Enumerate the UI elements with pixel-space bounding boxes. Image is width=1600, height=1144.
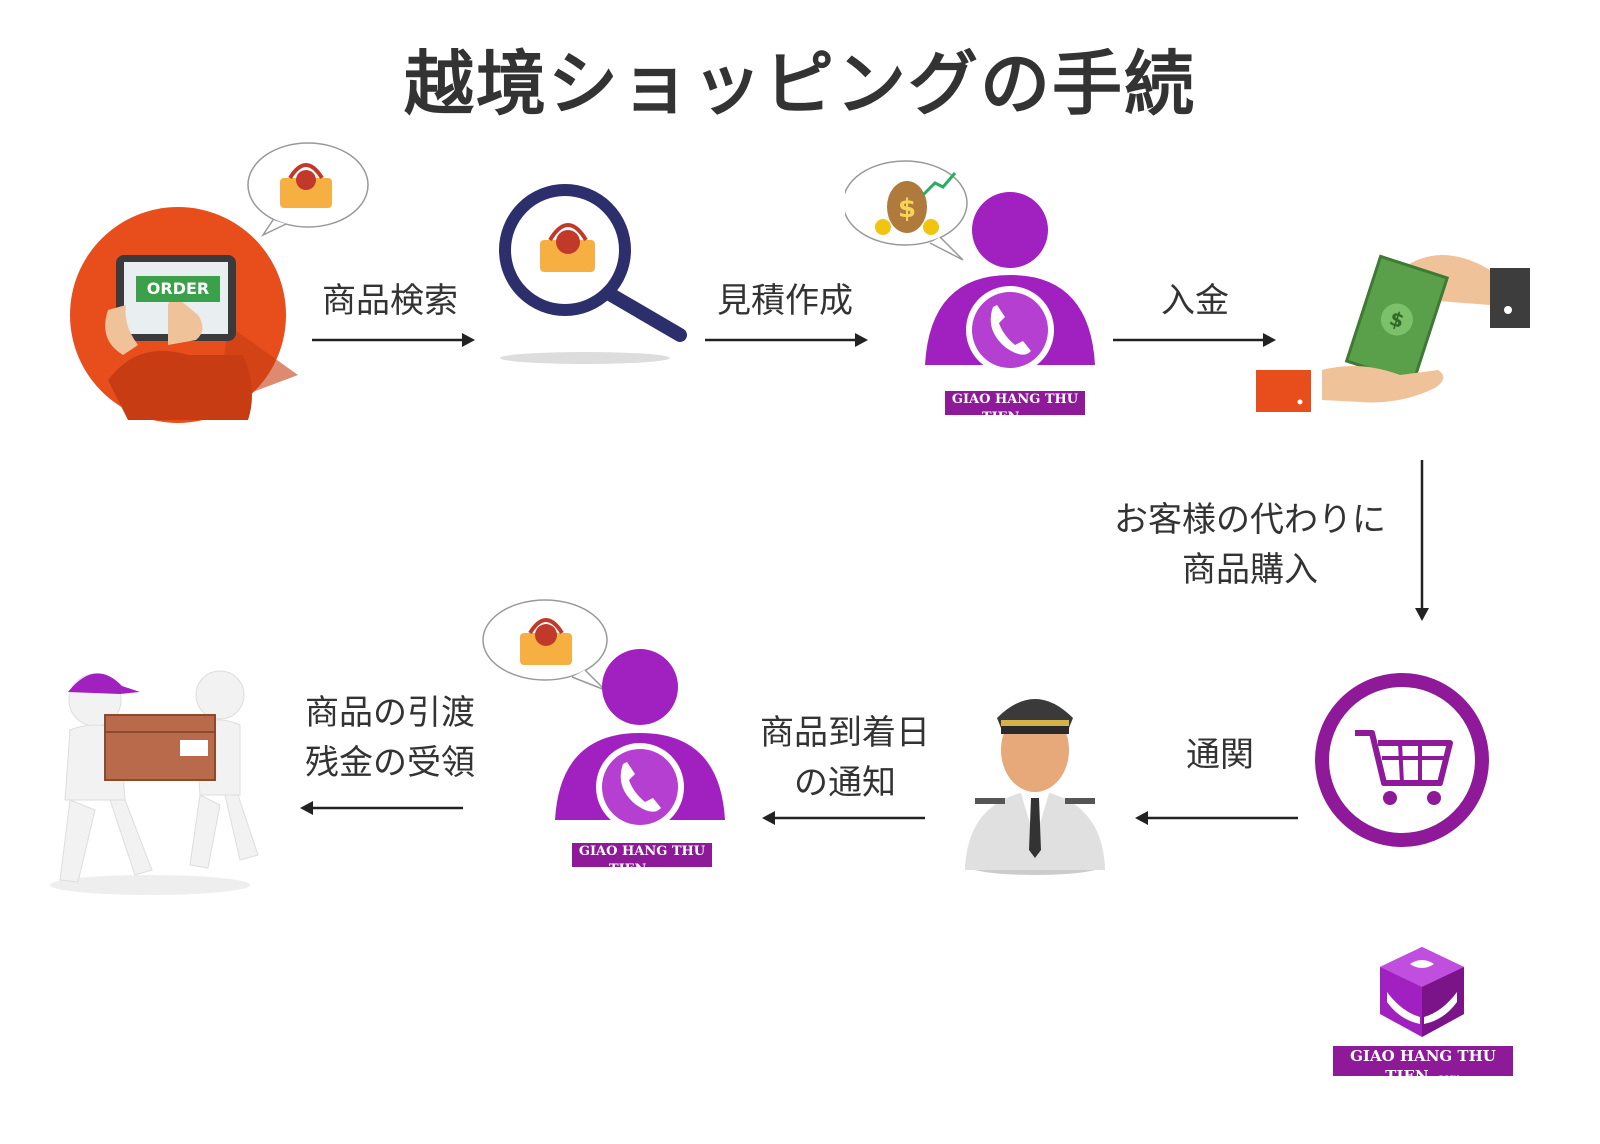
brand-badge-top: GIAO HANG THU TIEN .com Chuyển Phát An T…: [945, 391, 1085, 438]
consultant-illustration-bottom: [480, 595, 730, 865]
brand-tagline: Chuyển Phát An Toàn: [963, 428, 1067, 438]
arrow-right-2: [705, 333, 868, 347]
step-handover-label-2: 残金の受領: [305, 743, 475, 783]
order-button: ORDER: [136, 276, 220, 302]
step-quote-label: 見積作成: [717, 281, 853, 321]
officer-illustration: [955, 680, 1115, 880]
step-handover-label-1: 商品の引渡: [305, 693, 475, 733]
brand-name: GIAO HANG THU TIEN: [1350, 1047, 1496, 1085]
brand-suffix: .com: [650, 866, 676, 876]
step-purchase-label-1: お客様の代わりに: [1114, 500, 1386, 540]
arrow-left-1: [1135, 811, 1298, 825]
step-purchase-label-2: 商品購入: [1182, 550, 1318, 590]
magnifier-illustration: [480, 170, 700, 370]
brand-logo-cube: [1372, 942, 1472, 1042]
brand-name: GIAO HANG THU TIEN: [578, 844, 706, 877]
arrow-right-1: [312, 333, 475, 347]
brand-tagline: Chuyển Phát An Toàn: [590, 880, 694, 890]
brand-name: GIAO HANG THU TIEN: [951, 392, 1079, 425]
step-deposit-label: 入金: [1161, 281, 1229, 321]
arrow-down: [1415, 460, 1429, 621]
arrow-left-2: [762, 811, 925, 825]
delivery-illustration: [40, 620, 270, 900]
brand-suffix: .com: [1433, 1073, 1461, 1084]
step-notify-label-1: 商品到着日: [760, 713, 930, 753]
arrow-right-3: [1113, 333, 1276, 347]
step-search-label: 商品検索: [322, 281, 458, 321]
arrow-left-3: [300, 801, 463, 815]
brand-badge-bottom: GIAO HANG THU TIEN .com Chuyển Phát An T…: [572, 843, 712, 890]
svg-text:$: $: [898, 194, 916, 224]
consultant-illustration-top: $: [842, 155, 1105, 415]
brand-suffix: .com: [1023, 414, 1049, 424]
page-title: 越境ショッピングの手続: [404, 43, 1196, 125]
step-customs-label: 通関: [1186, 735, 1254, 775]
payment-illustration: $: [1250, 230, 1550, 420]
step-notify-label-2: の通知: [794, 763, 896, 803]
brand-corner-tagline: Safety Delivery: [1373, 1089, 1473, 1099]
brand-badge-corner: GIAO HANG THU TIEN .com Safety Delivery: [1333, 1046, 1513, 1099]
cart-illustration: [1310, 668, 1495, 853]
